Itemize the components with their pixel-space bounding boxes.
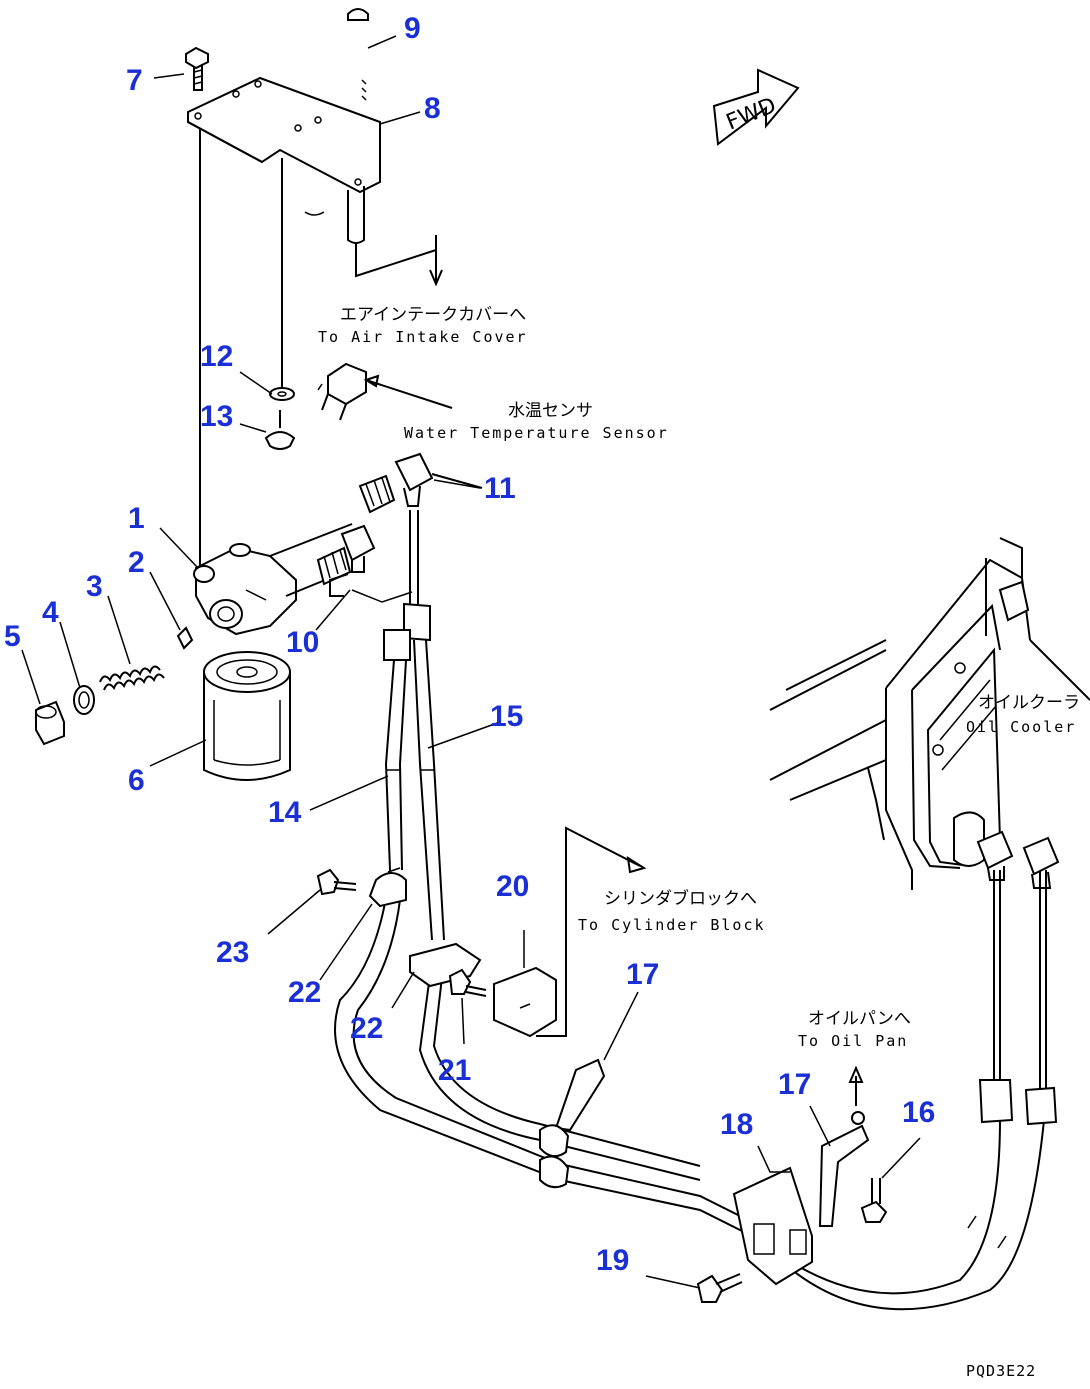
- cap-part-9: [347, 8, 369, 101]
- oil-pan-callout-en: To Oil Pan: [798, 1032, 908, 1050]
- part-number-21: 21: [438, 1054, 471, 1087]
- part-number-labels: 1 1 2 3 4 5 6 7 8 9 10 11 12 13 14 15 16…: [4, 12, 935, 1277]
- bolt-part-19: [696, 1273, 743, 1303]
- part-number-18: 18: [720, 1108, 753, 1141]
- cylinder-block-callout-jp: シリンダブロックへ: [604, 888, 757, 909]
- part-number-14: 14: [268, 796, 302, 829]
- clamp-part-22-upper: [368, 867, 407, 908]
- part-number-12: 12: [200, 340, 233, 373]
- part-number-23: 23: [216, 936, 249, 969]
- part-number-8: 8: [424, 92, 441, 125]
- air-intake-callout-jp: エアインテークカバーへ: [340, 305, 526, 325]
- water-temperature-sensor: [317, 362, 453, 421]
- part-number-19: 19: [596, 1244, 629, 1277]
- part-number-10: 10: [286, 626, 319, 659]
- part-number-7: 7: [126, 64, 143, 97]
- bolt-part-23: [316, 868, 357, 896]
- bracket-plate: [187, 76, 443, 568]
- block-part-20: [493, 826, 647, 1038]
- drawing-code: PQD3E22: [966, 1362, 1036, 1380]
- forward-marker: FWD: [712, 68, 800, 146]
- oil-cooler-callout-jp: オイルクーラ: [978, 693, 1080, 713]
- leader-lines: [21, 35, 921, 1289]
- callout-texts: エアインテークカバーへ To Air Intake Cover 水温センサ Wa…: [318, 305, 1080, 1050]
- oil-pan-callout-jp: オイルパンへ: [808, 1009, 911, 1029]
- elbow-part-11: [358, 452, 483, 514]
- bolt-part-21: [448, 968, 487, 997]
- part-number-2: 2: [128, 546, 145, 579]
- bolt-part-13: [264, 410, 296, 450]
- washer-part-12: [269, 387, 295, 401]
- filter-head: [193, 523, 353, 636]
- hoses: [334, 510, 1058, 1311]
- fitting-part-10: [316, 524, 413, 603]
- part-number-22: 22: [350, 1012, 383, 1045]
- clip-part-17-left: [539, 1058, 606, 1189]
- part-number-16: 16: [902, 1096, 935, 1129]
- part-number-20: 20: [496, 870, 529, 903]
- cylinder-block-callout-en: To Cylinder Block: [578, 916, 766, 934]
- part-number-1: 1: [128, 502, 145, 535]
- part-number-22: 22: [288, 976, 321, 1009]
- bolt-part-16: [860, 1178, 888, 1223]
- bolt-part-7: [185, 46, 209, 91]
- part-number-3: 3: [86, 570, 103, 603]
- water-temp-callout-jp: 水温センサ: [508, 401, 593, 421]
- part-number-6: 6: [128, 764, 145, 797]
- part-number-9: 9: [404, 12, 421, 45]
- oil-filter: [203, 651, 291, 781]
- part-number-17: 17: [626, 958, 659, 991]
- part-number-17: 17: [778, 1068, 811, 1101]
- bracket-part-18: [732, 1166, 813, 1286]
- part-number-5: 5: [4, 620, 21, 653]
- oil-cooler-callout-en: Oil Cooler: [966, 718, 1076, 736]
- part-number-4: 4: [42, 596, 59, 629]
- oil-cooler-assembly: [769, 537, 1090, 890]
- part-number-11: 11: [484, 472, 516, 505]
- relief-parts: [35, 626, 194, 746]
- part-number-13: 13: [200, 400, 233, 433]
- air-intake-callout-en: To Air Intake Cover: [318, 328, 528, 346]
- water-temp-callout-en: Water Temperature Sensor: [404, 424, 669, 442]
- part-number-15: 15: [490, 700, 523, 733]
- clip-part-17-right: [818, 1065, 870, 1227]
